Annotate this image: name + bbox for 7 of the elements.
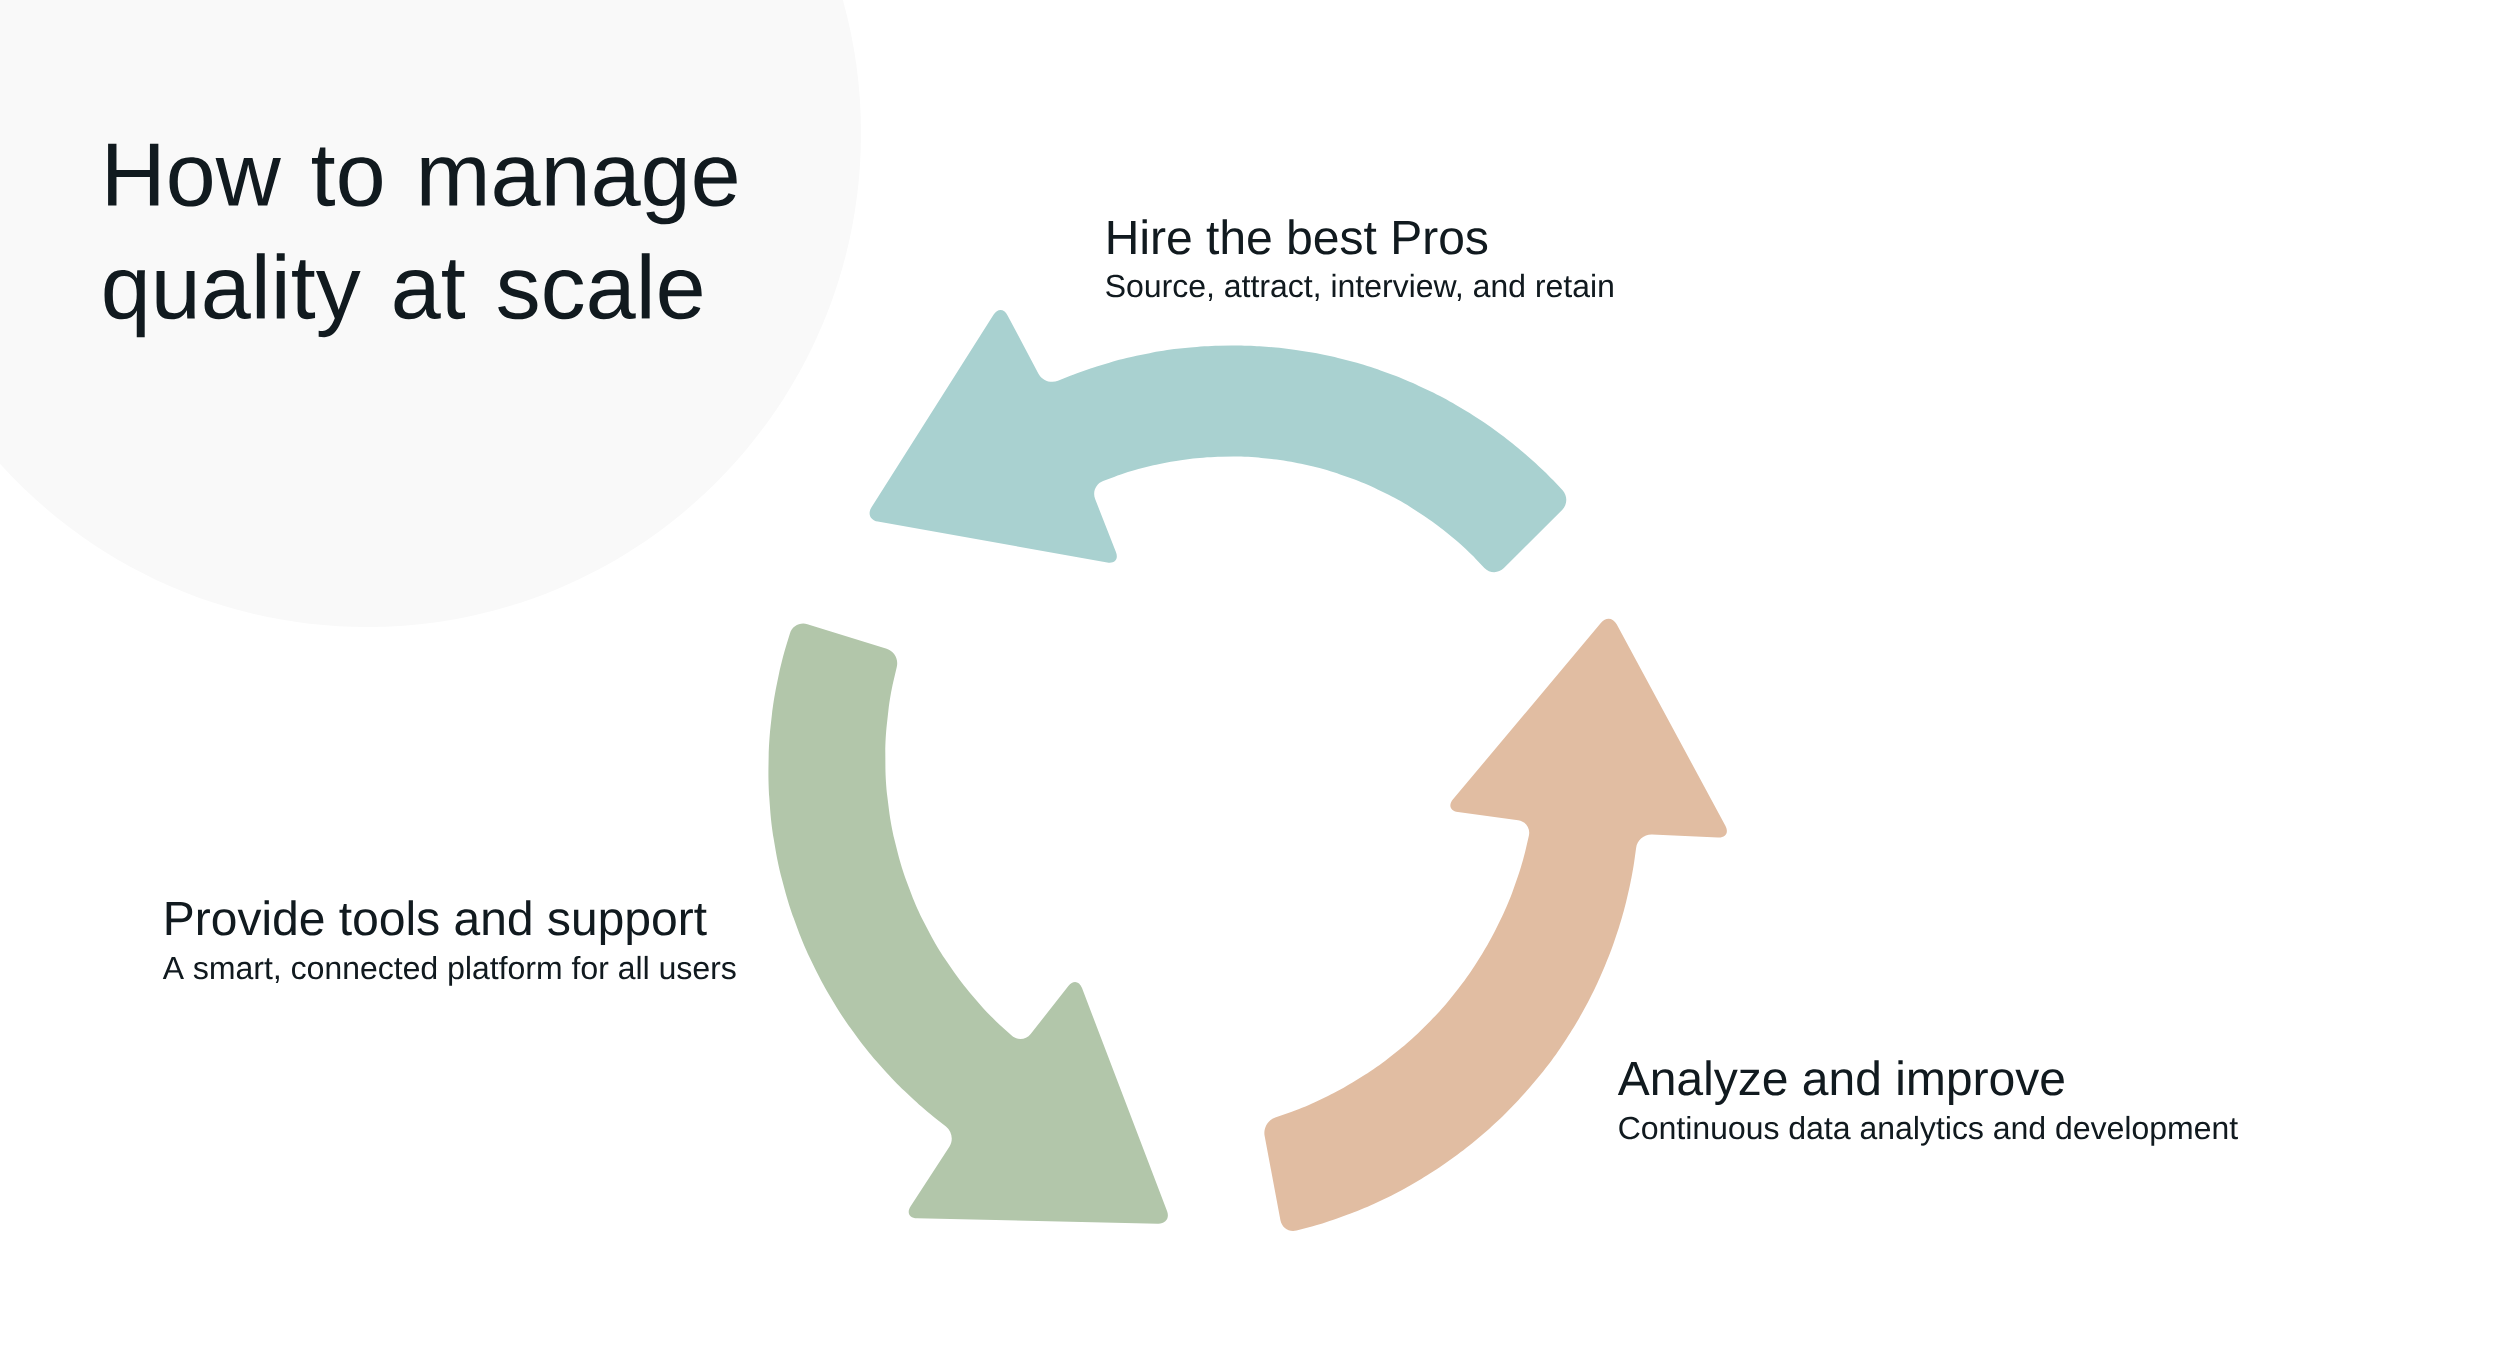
- title: How to manage quality at scale: [104, 143, 737, 338]
- step-description: Continuous data analytics and development: [1619, 1115, 2238, 1146]
- step-heading: Hire the best Pros: [1108, 219, 1488, 255]
- step-description: A smart, connected platform for all users: [162, 955, 736, 986]
- step-description: Source, attract, interview, and retain: [1106, 273, 1613, 302]
- step-heading: Provide tools and support: [166, 900, 707, 945]
- step-heading: Analyze and improve: [1617, 1060, 2064, 1105]
